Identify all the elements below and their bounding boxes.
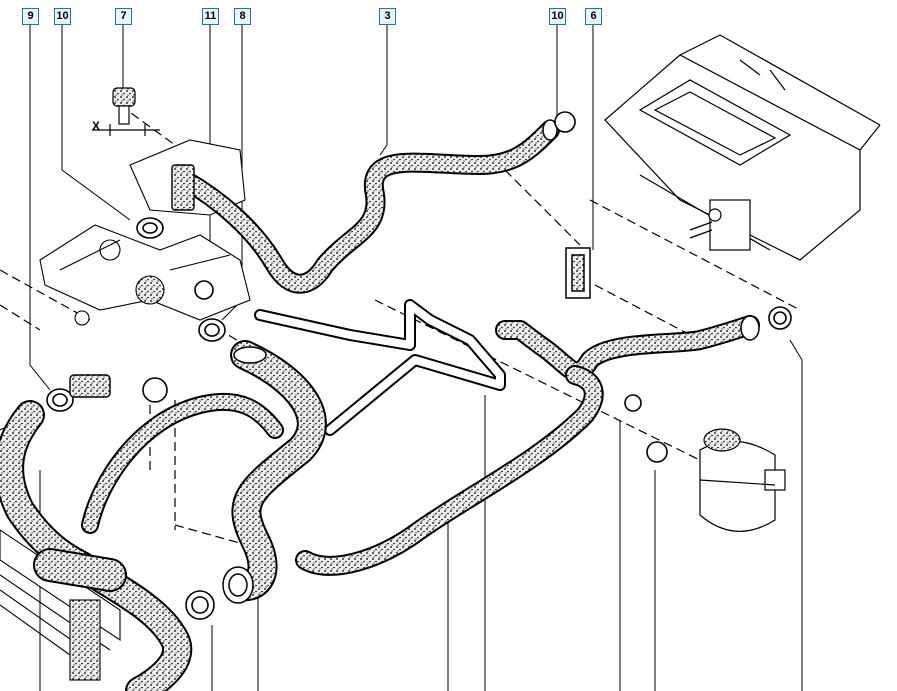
dimension-x-label: X [92,119,101,133]
hoses [0,120,760,691]
callout-7: 7 [115,8,132,25]
expansion-tank [699,428,786,532]
thermostat-housing [69,164,195,398]
callout-11: 11 [202,8,219,25]
hose-ends [222,119,760,604]
clamp-upper-left [142,377,168,403]
callout-10-left: 10 [54,8,71,25]
callout-3: 3 [379,8,396,25]
clamp-mid-1 [624,394,642,412]
callout-6: 6 [585,8,602,25]
heater-unit [604,34,881,261]
lower-hose [295,365,604,576]
callout-10-right: 10 [549,8,566,25]
radiator [0,529,121,681]
clamp-mid-2 [646,441,668,463]
hose-clamps [46,111,792,620]
bracket-item-6 [565,247,591,299]
clamp-11 [194,280,214,300]
callout-9: 9 [22,8,39,25]
callout-8: 8 [234,8,251,25]
clamp-10-right [554,111,576,133]
bleed-screw [92,87,160,136]
